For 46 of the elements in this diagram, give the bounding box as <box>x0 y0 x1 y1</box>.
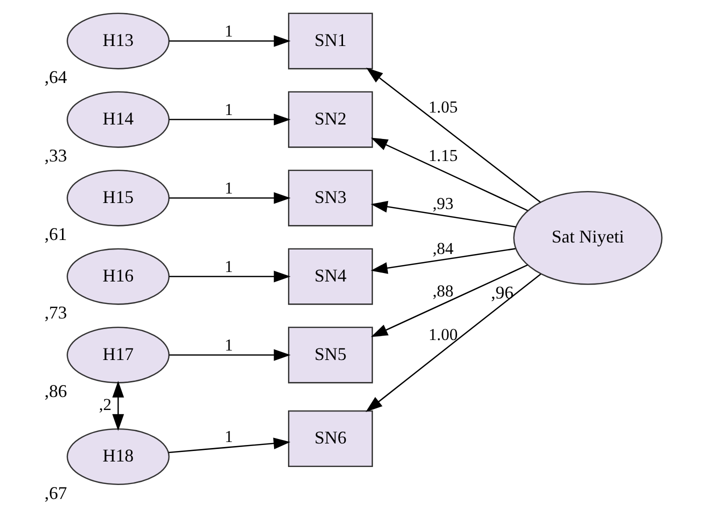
node-box: SN1 <box>288 12 373 70</box>
arrow <box>370 248 516 274</box>
node-ellipse: H15 <box>66 170 170 226</box>
node-label: ,64 <box>44 67 67 88</box>
node-box: SN3 <box>288 170 373 226</box>
arrow <box>169 270 291 282</box>
node-box: SN2 <box>288 91 373 148</box>
edge-label: 1.00 <box>428 325 458 344</box>
node-ellipse: H18 <box>66 428 170 485</box>
edge-label: 1 <box>224 178 233 198</box>
arrow <box>370 138 528 212</box>
node-box: SN6 <box>288 410 373 467</box>
arrow <box>169 114 291 126</box>
edge-label: 1 <box>224 100 233 119</box>
edge-label: 1.05 <box>428 97 458 116</box>
edge-label: 1 <box>224 335 233 354</box>
arrow <box>169 349 291 361</box>
node-label: ,33 <box>44 146 67 166</box>
node-box: SN5 <box>288 326 373 384</box>
node-label: ,73 <box>44 302 67 323</box>
arrow <box>366 274 542 412</box>
node-ellipse: H14 <box>66 91 170 148</box>
edge-label: 1.15 <box>428 146 458 166</box>
edge-label: 1 <box>224 426 233 446</box>
node-box: SN4 <box>288 248 373 305</box>
arrow <box>169 192 291 204</box>
edge-label: ,2 <box>99 395 112 414</box>
node-ellipse: H17 <box>66 326 170 384</box>
arrow <box>169 35 291 47</box>
arrow <box>370 200 516 228</box>
edge-label: 1 <box>224 21 233 40</box>
arrow <box>168 438 290 454</box>
node-label: ,86 <box>44 381 67 402</box>
node-label: ,61 <box>44 224 67 244</box>
arrow <box>112 380 124 431</box>
edge-label: ,84 <box>432 238 454 258</box>
node-label: ,96 <box>491 282 514 303</box>
node-ellipse: H16 <box>66 248 170 305</box>
arrow <box>370 264 528 338</box>
edge-label: 1 <box>224 256 233 276</box>
edge-label: ,93 <box>432 194 454 213</box>
arrow <box>366 68 541 203</box>
node-label: ,67 <box>44 482 67 503</box>
edge-label: ,88 <box>432 281 454 300</box>
node-ellipse: H13 <box>66 12 170 70</box>
node-ellipse: Sat Niyeti <box>513 190 662 285</box>
